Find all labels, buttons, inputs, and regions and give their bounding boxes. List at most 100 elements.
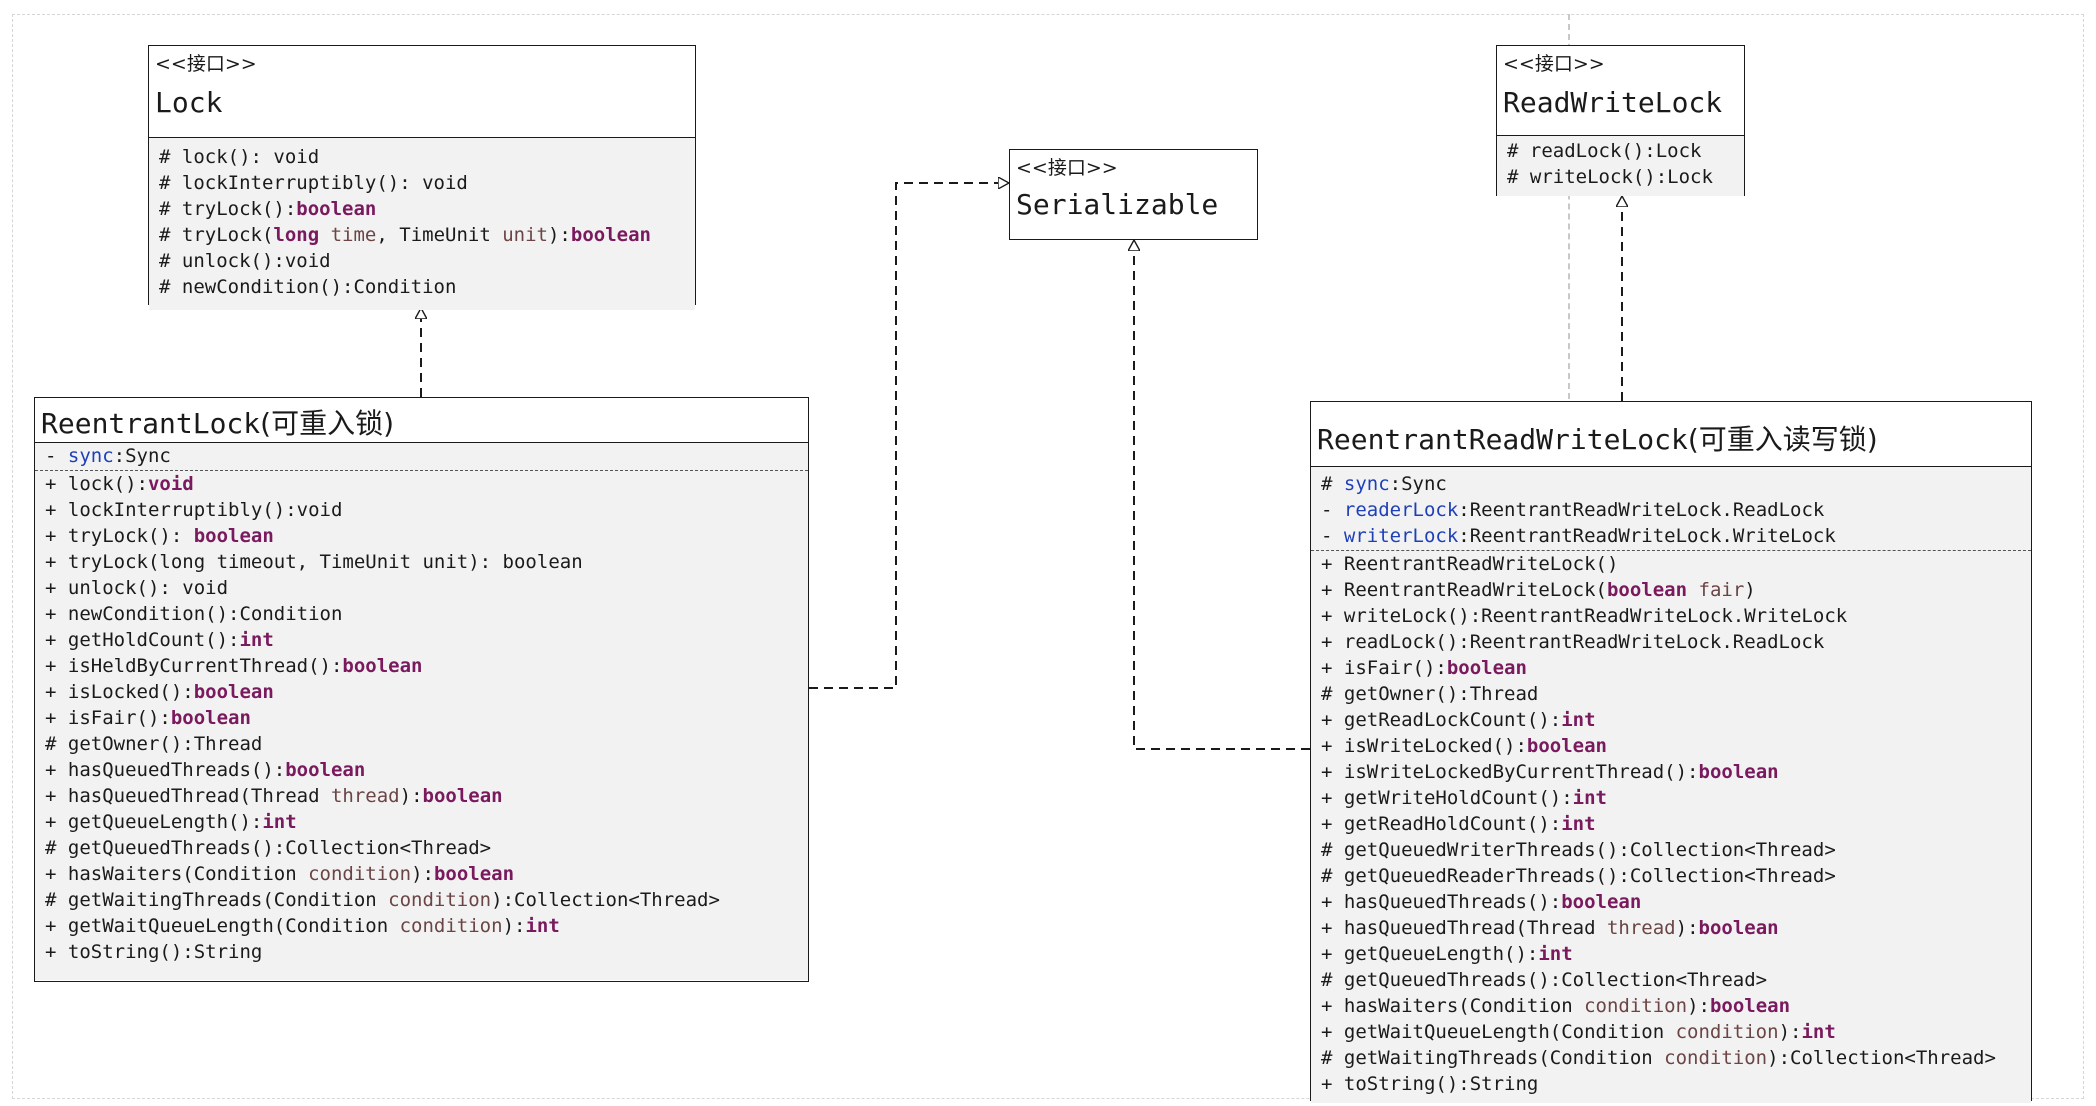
operation-row: + isWriteLockedByCurrentThread():boolean xyxy=(1311,759,2031,785)
member-text: # lock(): void xyxy=(159,146,320,168)
operation-row: + getQueueLength():int xyxy=(1311,941,2031,967)
reentrantlock-class-box[interactable]: ReentrantLock(可重入锁) - sync:Sync + lock()… xyxy=(34,397,809,982)
member-text: # getWaitingThreads(Condition xyxy=(1321,1047,1665,1069)
member-text: int xyxy=(262,811,297,833)
member-text: + lockInterruptibly():void xyxy=(45,499,343,521)
member-text: # getQueuedThreads():Collection<Thread> xyxy=(1321,969,1768,991)
member-text: + getHoldCount(): xyxy=(45,629,240,651)
realization-reentrantlock-serializable xyxy=(809,183,1009,689)
class-name: Serializable xyxy=(1016,188,1219,221)
reentrantreadwritelock-class-header: ReentrantReadWriteLock(可重入读写锁) xyxy=(1311,402,2031,467)
operation-row: # lockInterruptibly(): void xyxy=(149,170,695,196)
member-text: + hasWaiters(Condition xyxy=(45,863,309,885)
member-text: boolean xyxy=(1446,657,1527,679)
operation-row: + hasQueuedThread(Thread thread):boolean xyxy=(1311,915,2031,941)
member-text: sync xyxy=(1343,473,1390,495)
attribute-row: - writerLock:ReentrantReadWriteLock.Writ… xyxy=(1311,523,2031,549)
member-text: + getReadHoldCount(): xyxy=(1321,813,1562,835)
member-text: boolean xyxy=(1606,579,1688,601)
operations-list: + ReentrantReadWriteLock()+ ReentrantRea… xyxy=(1311,551,2031,1097)
member-text: int xyxy=(1538,943,1573,965)
member-text: int xyxy=(1801,1021,1836,1043)
operation-row: + readLock():ReentrantReadWriteLock.Read… xyxy=(1311,629,2031,655)
member-text: ): xyxy=(1778,1021,1802,1043)
reentrantreadwritelock-class-box[interactable]: ReentrantReadWriteLock(可重入读写锁) # sync:Sy… xyxy=(1310,401,2032,1103)
operation-row: # writeLock():Lock xyxy=(1497,164,1744,190)
operation-row: # lock(): void xyxy=(149,144,695,170)
member-text: , TimeUnit xyxy=(376,224,503,246)
member-text: + hasWaiters(Condition xyxy=(1321,995,1585,1017)
member-text: # getOwner():Thread xyxy=(1321,683,1539,705)
member-text: + newCondition():Condition xyxy=(45,603,343,625)
readwritelock-interface-box[interactable]: <<接口>> ReadWriteLock # readLock():Lock# … xyxy=(1496,45,1745,196)
member-text: int xyxy=(1561,709,1596,731)
member-text: + writeLock():ReentrantReadWriteLock.Wri… xyxy=(1321,605,1848,627)
member-text: int xyxy=(239,629,274,651)
operation-row: + getReadLockCount():int xyxy=(1311,707,2031,733)
attributes-list: - sync:Sync xyxy=(35,443,808,471)
member-text: :Sync xyxy=(1389,473,1447,495)
stereotype-label: <<接口>> xyxy=(1503,53,1605,75)
member-text: # readLock():Lock xyxy=(1507,140,1702,162)
member-text: + isHeldByCurrentThread(): xyxy=(45,655,343,677)
class-name: ReentrantLock(可重入锁) xyxy=(41,402,394,442)
operations-list: + lock():void+ lockInterruptibly():void+… xyxy=(35,471,808,965)
member-text: + lock(): xyxy=(45,473,148,495)
member-text xyxy=(319,224,330,246)
member-text: # getQueuedReaderThreads():Collection<Th… xyxy=(1321,865,1836,887)
member-text: + tryLock(): xyxy=(45,525,194,547)
member-text: + ReentrantReadWriteLock() xyxy=(1321,553,1619,575)
operation-row: + hasQueuedThreads():boolean xyxy=(1311,889,2031,915)
class-name-cn: (可重入锁) xyxy=(260,407,395,440)
member-text: condition xyxy=(1584,995,1688,1017)
lock-interface-members: # lock(): void# lockInterruptibly(): voi… xyxy=(149,138,695,310)
class-name-cn: (可重入读写锁) xyxy=(1687,423,1878,456)
stereotype-label: <<接口>> xyxy=(1016,157,1118,179)
member-text: + hasQueuedThread(Thread xyxy=(45,785,331,807)
operation-row: + getWaitQueueLength(Condition condition… xyxy=(1311,1019,2031,1045)
operation-row: + hasQueuedThreads():boolean xyxy=(35,757,808,783)
class-name: Lock xyxy=(155,86,223,119)
member-text: thread xyxy=(330,785,400,807)
member-text: time xyxy=(330,224,377,246)
operation-row: + newCondition():Condition xyxy=(35,601,808,627)
class-name-text: ReentrantReadWriteLock xyxy=(1317,423,1688,456)
member-text: + readLock():ReentrantReadWriteLock.Read… xyxy=(1321,631,1825,653)
serializable-interface-box[interactable]: <<接口>> Serializable xyxy=(1009,149,1258,240)
member-text: + getWriteHoldCount(): xyxy=(1321,787,1573,809)
operation-row: + tryLock(): boolean xyxy=(35,523,808,549)
member-text xyxy=(1687,579,1698,601)
operation-row: + getHoldCount():int xyxy=(35,627,808,653)
member-text: :ReentrantReadWriteLock.ReadLock xyxy=(1458,499,1825,521)
canvas-frame xyxy=(12,14,2084,1099)
member-text: boolean xyxy=(285,759,366,781)
operation-row: + writeLock():ReentrantReadWriteLock.Wri… xyxy=(1311,603,2031,629)
operation-row: + isFair():boolean xyxy=(35,705,808,731)
operation-row: + isFair():boolean xyxy=(1311,655,2031,681)
member-text: # unlock():void xyxy=(159,250,331,272)
member-text: # tryLock(): xyxy=(159,198,297,220)
member-text: # getQueuedThreads():Collection<Thread> xyxy=(45,837,492,859)
member-text: int xyxy=(1572,787,1607,809)
member-text: boolean xyxy=(170,707,251,729)
member-text: boolean xyxy=(570,224,651,246)
member-text: writerLock xyxy=(1343,525,1459,547)
member-text: condition xyxy=(1664,1047,1768,1069)
operation-row: # tryLock():boolean xyxy=(149,196,695,222)
class-name: ReadWriteLock xyxy=(1503,86,1723,119)
operation-row: + isLocked():boolean xyxy=(35,679,808,705)
attribute-row: - readerLock:ReentrantReadWriteLock.Read… xyxy=(1311,497,2031,523)
member-text: int xyxy=(1561,813,1596,835)
member-text: boolean xyxy=(1709,995,1791,1017)
member-text: condition xyxy=(388,889,492,911)
member-text: :Sync xyxy=(113,445,171,467)
operations-list: # lock(): void# lockInterruptibly(): voi… xyxy=(149,144,695,300)
operation-row: + lockInterruptibly():void xyxy=(35,497,808,523)
realization-reentrantrwlock-serializable xyxy=(1134,240,1310,750)
class-name: ReentrantReadWriteLock(可重入读写锁) xyxy=(1317,418,1878,458)
member-text: # tryLock( xyxy=(159,224,274,246)
lock-interface-box[interactable]: <<接口>> Lock # lock(): void# lockInterrup… xyxy=(148,45,696,310)
member-text: + isWriteLockedByCurrentThread(): xyxy=(1321,761,1699,783)
member-text: ): xyxy=(411,863,434,885)
